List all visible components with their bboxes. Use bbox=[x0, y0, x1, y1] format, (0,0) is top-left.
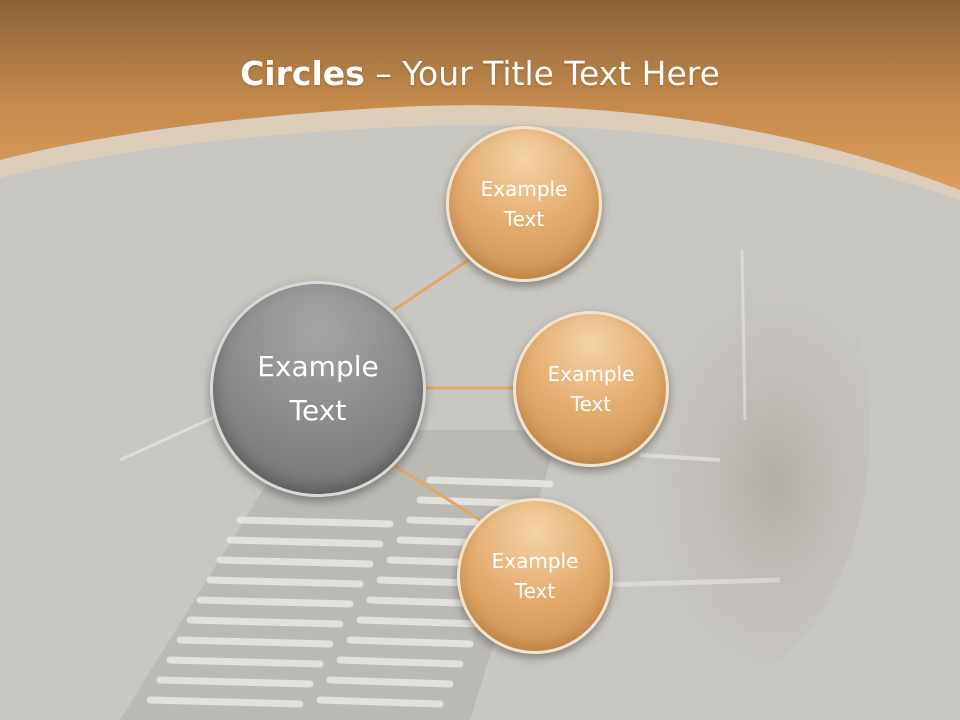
banner-highlight bbox=[0, 105, 960, 200]
node-circle-label: Example Text bbox=[547, 362, 635, 416]
node-circle-3[interactable]: Example Text bbox=[457, 498, 613, 654]
node-circle-2[interactable]: Example Text bbox=[513, 311, 669, 467]
center-circle[interactable]: Example Text bbox=[210, 281, 426, 497]
slide-title-rest: – Your Title Text Here bbox=[364, 54, 720, 93]
slide-title: Circles – Your Title Text Here bbox=[0, 52, 960, 96]
node-circle-label: Example Text bbox=[480, 177, 568, 231]
connector-3 bbox=[393, 463, 481, 522]
connector-1 bbox=[393, 253, 477, 312]
pianist-shadow bbox=[530, 170, 870, 690]
connectors bbox=[393, 253, 516, 522]
slide-title-bold: Circles bbox=[240, 54, 365, 93]
center-circle-label: Example Text bbox=[257, 350, 379, 427]
node-circle-1[interactable]: Example Text bbox=[446, 126, 602, 282]
node-circle-label: Example Text bbox=[491, 549, 579, 603]
title-banner bbox=[0, 0, 960, 190]
